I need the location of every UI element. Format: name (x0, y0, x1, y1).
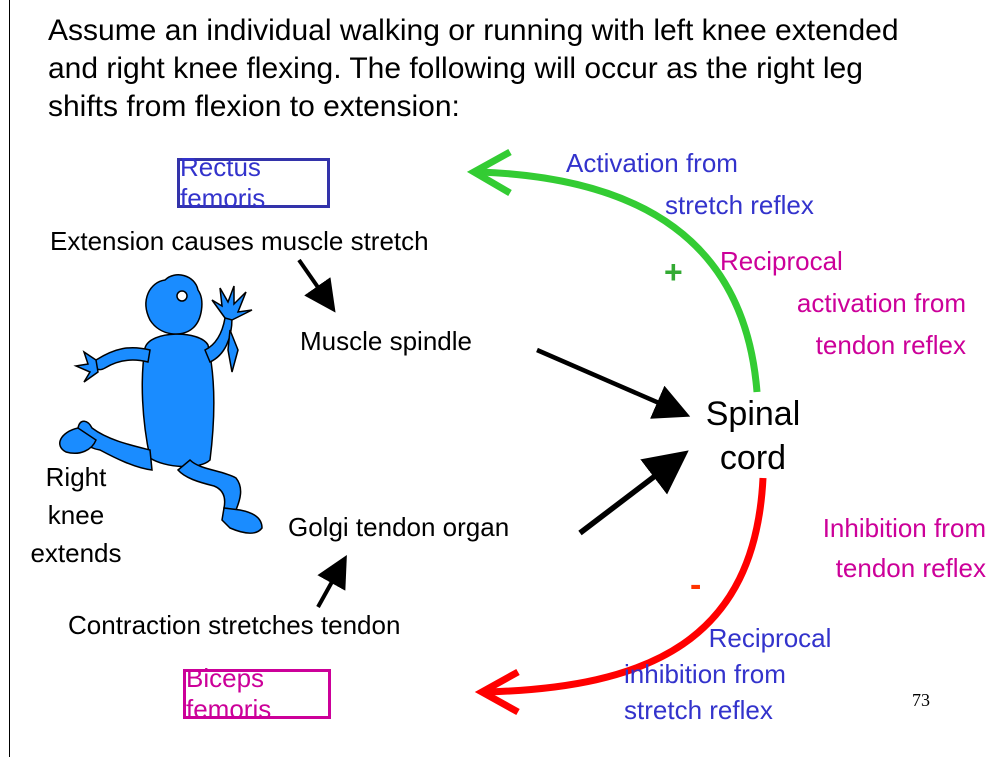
right-knee-extends-label: Right knee extends (20, 458, 132, 572)
rectus-femoris-box: Rectus femoris (177, 158, 330, 208)
plus-sign: + (664, 254, 683, 291)
biceps-femoris-box: Biceps femoris (183, 669, 331, 719)
minus-sign: - (690, 566, 701, 605)
spinal-cord-line-2: cord (698, 436, 808, 480)
muscle-spindle-label: Muscle spindle (300, 326, 472, 357)
recip-act-line-1: Reciprocal (700, 240, 966, 282)
arrow-contraction-to-golgi (318, 562, 343, 607)
activation-line-2: stretch reflex (665, 190, 814, 221)
recip-act-line-2: activation from (700, 282, 966, 324)
right-knee-line-2: knee (20, 496, 132, 534)
spinal-cord-line-1: Spinal (698, 392, 808, 436)
arrow-spindle-to-cord (537, 350, 682, 413)
spinal-cord-label: Spinal cord (698, 392, 808, 480)
reciprocal-inhibition-label: Reciprocal inhibition from stretch refle… (620, 620, 870, 728)
recip-act-line-3: tendon reflex (700, 324, 966, 366)
right-knee-line-1: Right (20, 458, 132, 496)
recip-inh-line-1: Reciprocal (620, 620, 870, 656)
reciprocal-activation-label: Reciprocal activation from tendon reflex (700, 240, 966, 366)
recip-inh-line-3: stretch reflex (620, 692, 870, 728)
golgi-tendon-organ-label: Golgi tendon organ (288, 512, 509, 543)
recip-inh-line-2: inhibition from (620, 656, 870, 692)
inhibition-line-1: Inhibition from (740, 508, 986, 548)
arrow-stretch-to-spindle (299, 260, 331, 306)
extension-causes-label: Extension causes muscle stretch (50, 226, 429, 257)
inhibition-line-2: tendon reflex (740, 548, 986, 588)
arrow-golgi-to-cord (580, 457, 680, 533)
activation-line-1: Activation from (566, 148, 738, 179)
right-knee-line-3: extends (20, 534, 132, 572)
inhibition-from-tendon-label: Inhibition from tendon reflex (740, 508, 986, 588)
page-number: 73 (912, 690, 930, 711)
contraction-stretches-label: Contraction stretches tendon (68, 610, 400, 641)
